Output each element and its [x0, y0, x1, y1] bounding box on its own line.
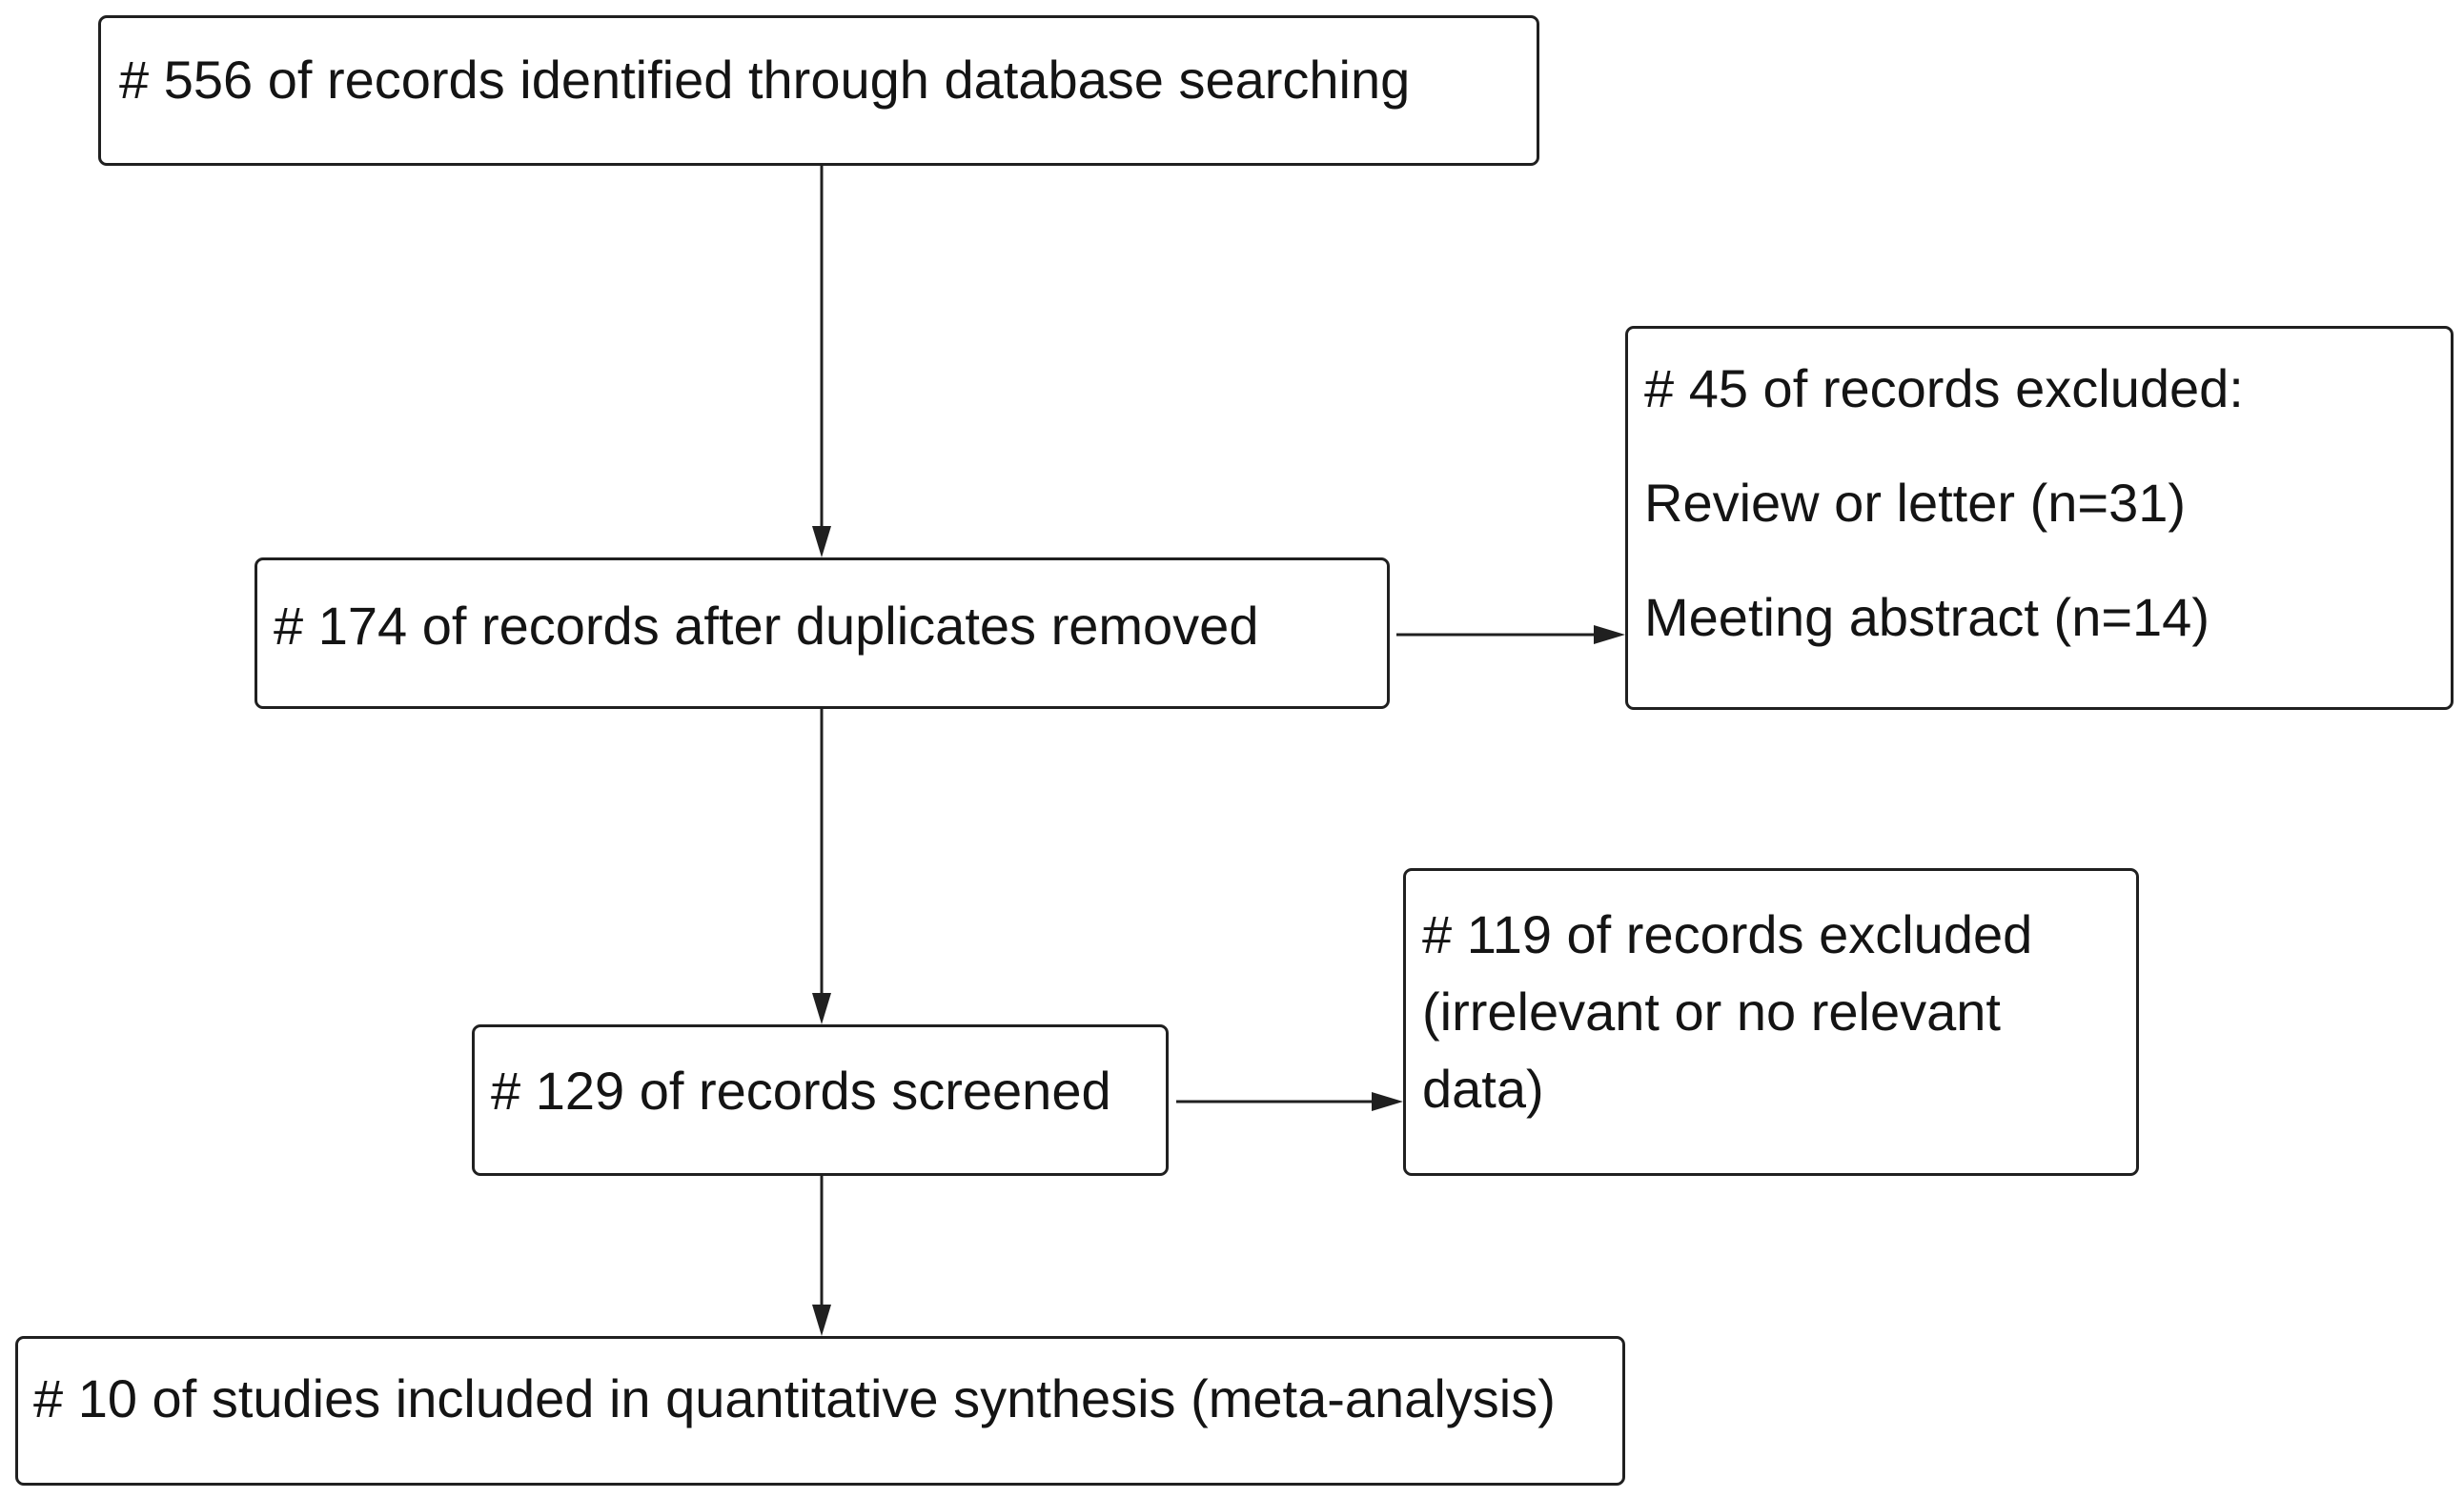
node-text: # 174 of records after duplicates remove… — [274, 596, 1259, 656]
node-text: # 556 of records identified through data… — [119, 50, 1411, 110]
node-text: # 10 of studies included in quantitative… — [33, 1368, 1556, 1428]
arrowhead-deduplicated — [812, 526, 831, 557]
node-records-excluded-first: # 45 of records excluded: Review or lett… — [1625, 326, 2454, 710]
node-text: # 119 of records excluded — [1422, 904, 2033, 964]
arrowhead-excluded-first — [1594, 625, 1625, 644]
node-text: # 45 of records excluded: — [1644, 358, 2244, 418]
node-records-excluded-second: # 119 of records excluded (irrelevant or… — [1403, 868, 2139, 1176]
arrowhead-excluded-second — [1372, 1092, 1403, 1111]
node-records-screened: # 129 of records screened — [472, 1024, 1169, 1176]
node-studies-included: # 10 of studies included in quantitative… — [15, 1336, 1625, 1486]
node-text: Meeting abstract (n=14) — [1644, 587, 2209, 647]
node-text: (irrelevant or no relevant — [1422, 982, 2001, 1042]
arrowhead-screened — [812, 993, 831, 1024]
node-text: Review or letter (n=31) — [1644, 473, 2187, 533]
node-text: # 129 of records screened — [491, 1061, 1111, 1121]
node-records-identified: # 556 of records identified through data… — [98, 15, 1539, 166]
node-text: data) — [1422, 1059, 1544, 1119]
arrowhead-included — [812, 1305, 831, 1336]
node-records-after-duplicates-removed: # 174 of records after duplicates remove… — [255, 557, 1390, 709]
